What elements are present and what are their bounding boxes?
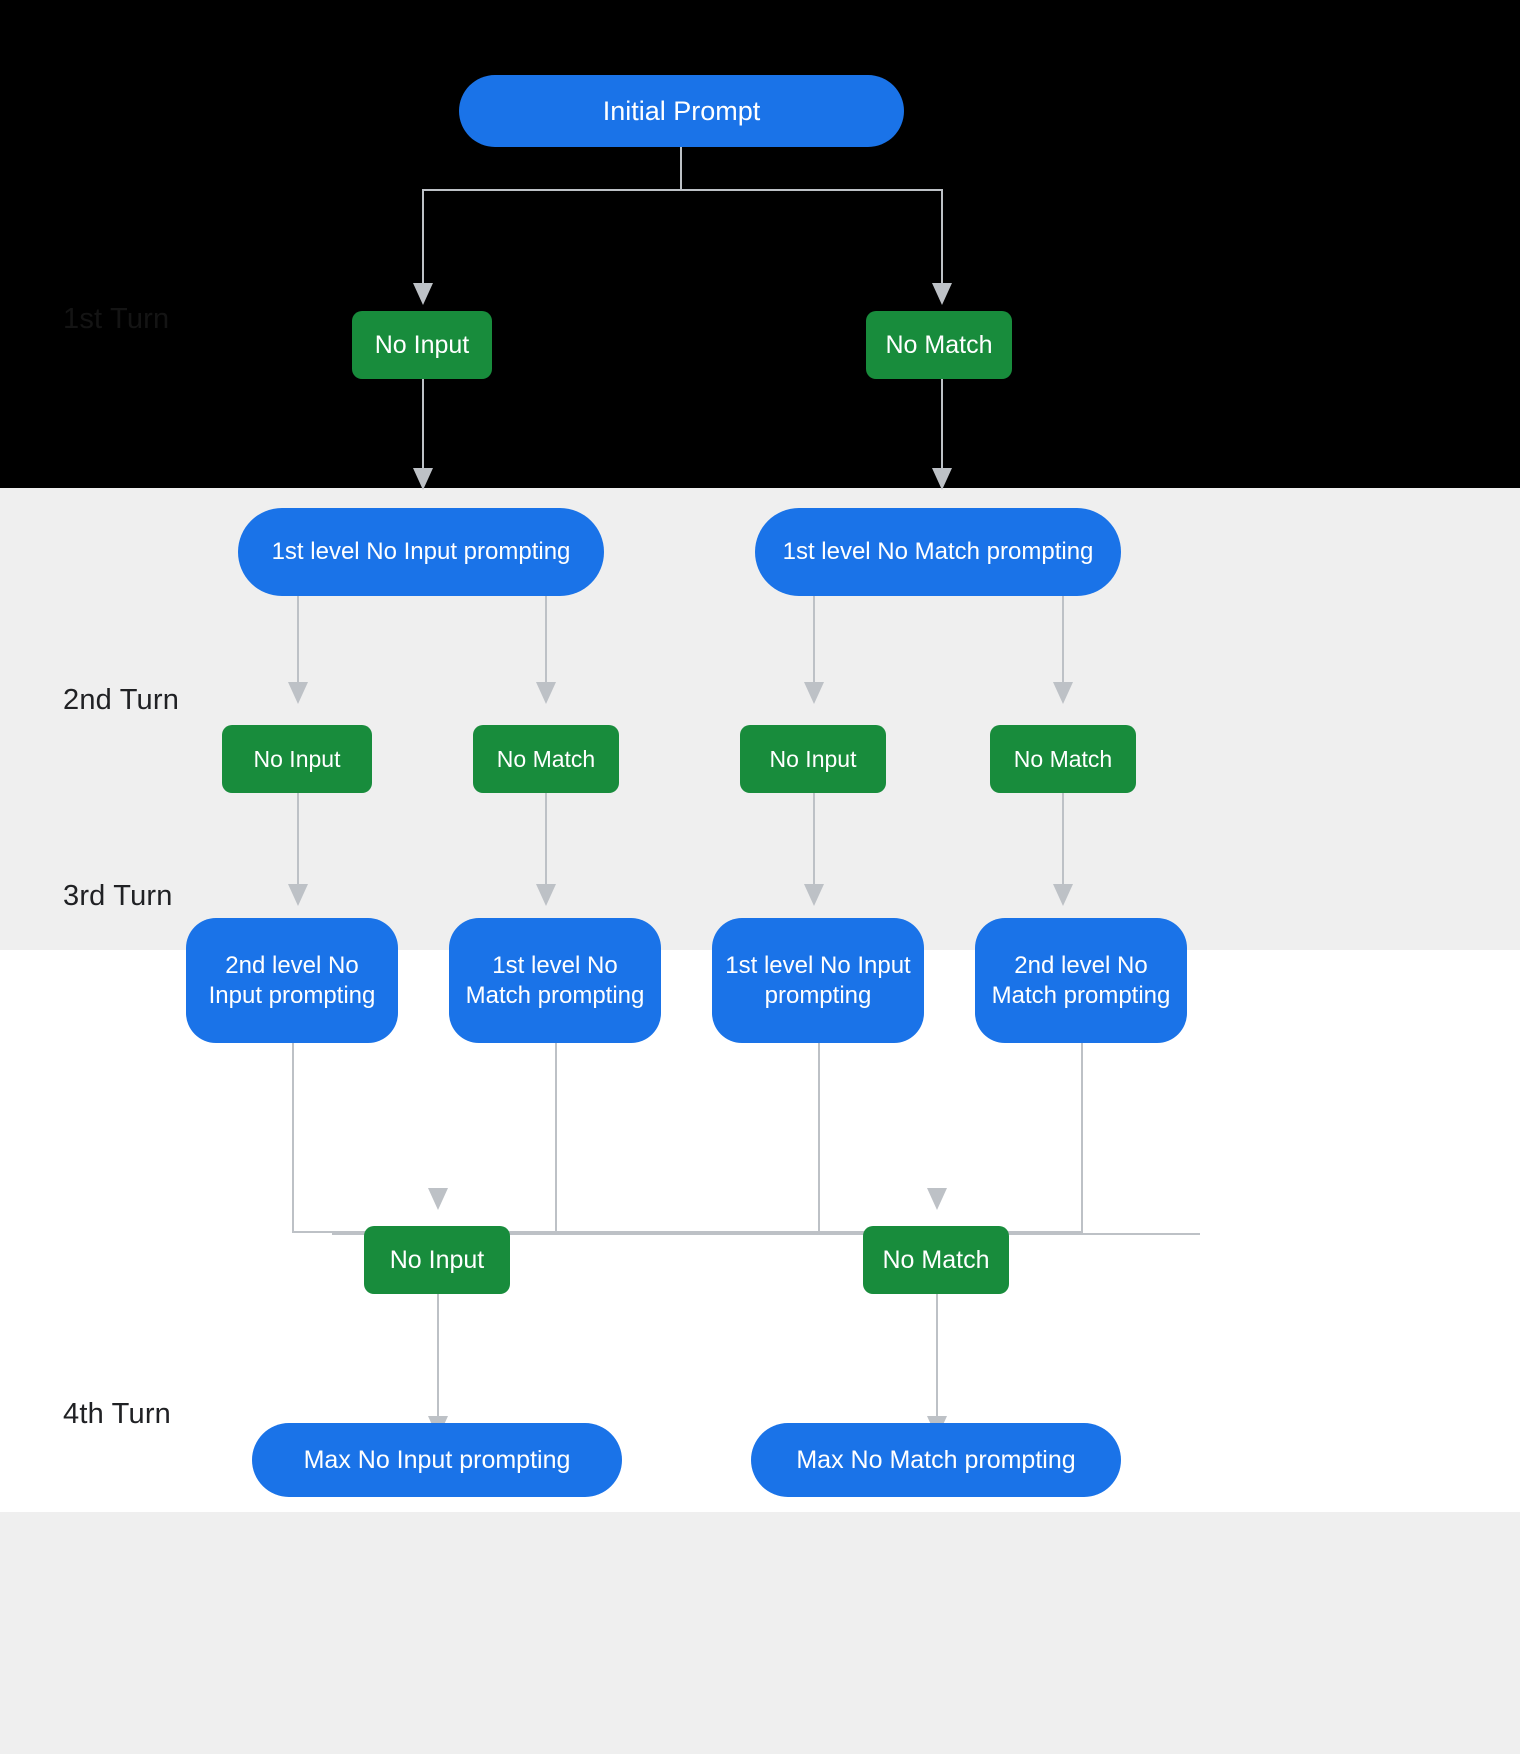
- node-label: No Input: [769, 745, 857, 772]
- node-label: No Match: [1013, 745, 1113, 772]
- node-label: No Match: [496, 745, 596, 772]
- node-t2-no-match-a[interactable]: No Match: [473, 725, 619, 793]
- connector-t3-no-match-to-t4: [936, 1294, 938, 1422]
- node-label: 2nd level No Match prompting: [991, 952, 1171, 1009]
- connector-t3-prompt-4-merge: [1081, 1043, 1083, 1233]
- node-label: 1st level No Input prompting: [271, 538, 571, 566]
- arrowhead-t2-right-to-no-input: [804, 682, 824, 704]
- connector-t2-right-to-no-match: [1062, 596, 1064, 688]
- turn-band-4: [0, 1512, 1520, 1754]
- connector-root-to-t1-no-match: [941, 189, 943, 289]
- node-t4-prompt-max-no-match[interactable]: Max No Match prompting: [751, 1423, 1121, 1497]
- connector-t3-prompt-2-merge: [555, 1043, 557, 1233]
- node-t3-prompt-2[interactable]: 1st level No Match prompting: [449, 918, 661, 1043]
- node-label: 1st level No Match prompting: [465, 952, 645, 1009]
- arrowhead-t2-no-match-a-to-t3: [536, 884, 556, 906]
- node-initial-prompt[interactable]: Initial Prompt: [459, 75, 904, 147]
- node-label: 1st level No Input prompting: [725, 952, 911, 1009]
- node-t3-no-match[interactable]: No Match: [863, 1226, 1009, 1294]
- node-t2-no-match-b[interactable]: No Match: [990, 725, 1136, 793]
- connector-root-to-t1-no-input: [422, 189, 424, 289]
- node-label: No Input: [253, 745, 341, 772]
- node-label: Initial Prompt: [602, 95, 761, 126]
- node-label: No Input: [374, 330, 470, 359]
- node-t2-no-input-b[interactable]: No Input: [740, 725, 886, 793]
- arrowhead-t2-left-to-no-match: [536, 682, 556, 704]
- arrowhead-t1-no-input-to-t2-prompt: [413, 468, 433, 490]
- node-t2-no-input-a[interactable]: No Input: [222, 725, 372, 793]
- connector-t1-no-input-to-t2-prompt: [422, 379, 424, 474]
- connector-t2-no-input-a-to-t3: [297, 793, 299, 891]
- node-label: Max No Input prompting: [303, 1445, 571, 1474]
- arrowhead-root-to-t1-no-input: [413, 283, 433, 305]
- connector-t2-left-to-no-input: [297, 596, 299, 688]
- arrowhead-merge-to-t3-no-input: [428, 1188, 448, 1210]
- connector-root-stem: [680, 143, 682, 190]
- node-t3-prompt-4[interactable]: 2nd level No Match prompting: [975, 918, 1187, 1043]
- connector-t3-prompt-3-merge: [818, 1043, 820, 1233]
- arrowhead-t1-no-match-to-t2-prompt: [932, 468, 952, 490]
- node-t3-no-input[interactable]: No Input: [364, 1226, 510, 1294]
- turn-label-4th: 4th Turn: [63, 1398, 171, 1430]
- connector-t2-left-to-no-match: [545, 596, 547, 688]
- arrowhead-t2-no-input-b-to-t3: [804, 884, 824, 906]
- connector-t3-merge-bar-lower: [332, 1233, 1200, 1235]
- arrowhead-merge-to-t3-no-match: [927, 1188, 947, 1210]
- connector-t2-right-to-no-input: [813, 596, 815, 688]
- node-t3-prompt-3[interactable]: 1st level No Input prompting: [712, 918, 924, 1043]
- connector-t3-merge-bar-upper: [292, 1231, 1083, 1233]
- node-t4-prompt-max-no-input[interactable]: Max No Input prompting: [252, 1423, 622, 1497]
- connector-t3-prompt-1-merge: [292, 1043, 294, 1233]
- node-label: 2nd level No Input prompting: [208, 952, 376, 1009]
- node-label: 1st level No Match prompting: [782, 538, 1094, 566]
- turn-label-3rd: 3rd Turn: [63, 880, 173, 912]
- node-t1-no-match[interactable]: No Match: [866, 311, 1012, 379]
- node-label: No Input: [389, 1245, 485, 1274]
- node-label: Max No Match prompting: [796, 1445, 1076, 1474]
- turn-band-1: [0, 0, 1520, 488]
- connector-t1-no-match-to-t2-prompt: [941, 379, 943, 474]
- node-t1-no-input[interactable]: No Input: [352, 311, 492, 379]
- connector-root-split-bar: [422, 189, 943, 191]
- arrowhead-t2-no-input-a-to-t3: [288, 884, 308, 906]
- node-label: No Match: [885, 330, 993, 359]
- node-t3-prompt-1[interactable]: 2nd level No Input prompting: [186, 918, 398, 1043]
- node-t2-prompt-no-input[interactable]: 1st level No Input prompting: [238, 508, 604, 596]
- connector-t2-no-input-b-to-t3: [813, 793, 815, 891]
- arrowhead-t2-no-match-b-to-t3: [1053, 884, 1073, 906]
- connector-t2-no-match-b-to-t3: [1062, 793, 1064, 891]
- node-label: No Match: [882, 1245, 990, 1274]
- connector-t3-no-input-to-t4: [437, 1294, 439, 1422]
- arrowhead-root-to-t1-no-match: [932, 283, 952, 305]
- arrowhead-t2-right-to-no-match: [1053, 682, 1073, 704]
- node-t2-prompt-no-match[interactable]: 1st level No Match prompting: [755, 508, 1121, 596]
- arrowhead-t2-left-to-no-input: [288, 682, 308, 704]
- turn-label-2nd: 2nd Turn: [63, 684, 180, 716]
- connector-t2-no-match-a-to-t3: [545, 793, 547, 891]
- turn-label-1st: 1st Turn: [63, 303, 170, 335]
